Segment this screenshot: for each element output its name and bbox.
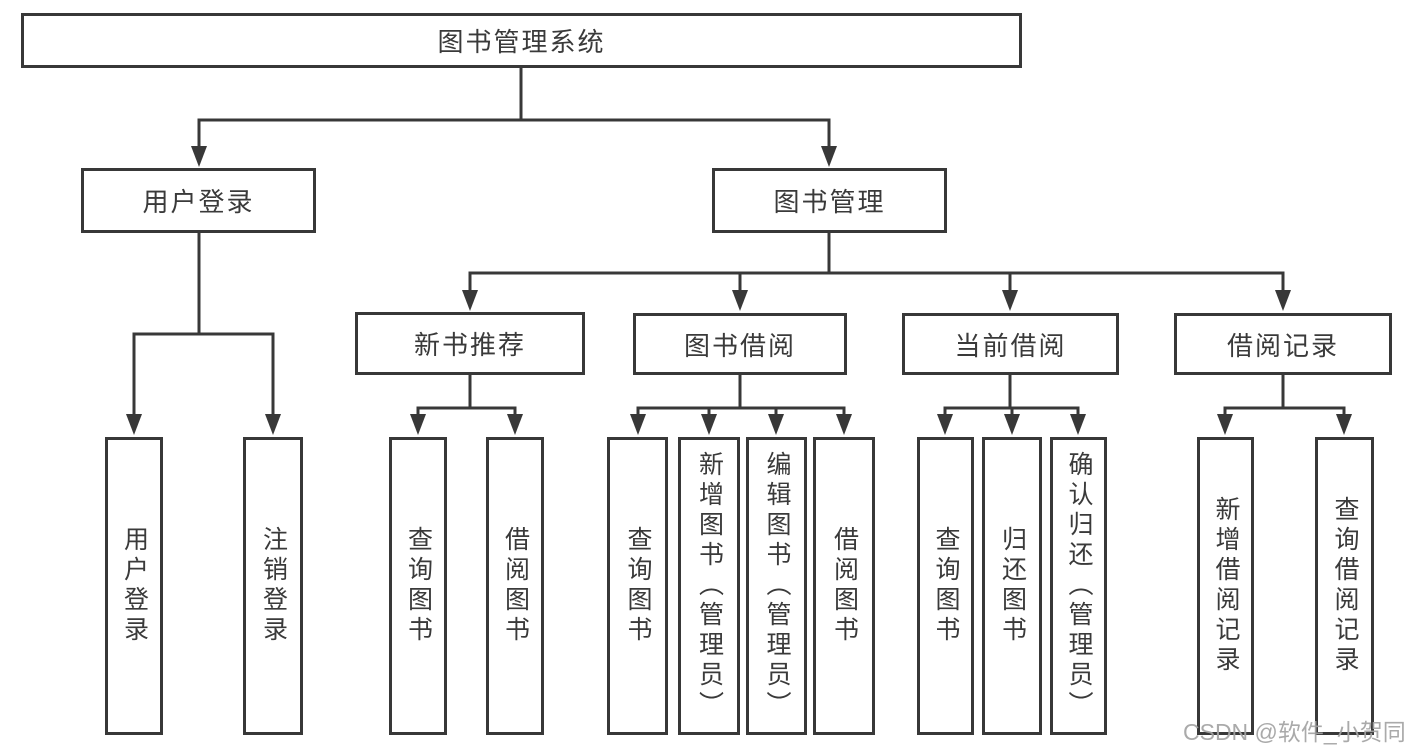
connector-root-split [197, 118, 831, 146]
arrow-down-icon [462, 290, 478, 311]
node-leaf-user-login: 用户登录 [105, 437, 163, 735]
node-user-login: 用户登录 [81, 168, 316, 233]
node-borrow-record: 借阅记录 [1174, 313, 1392, 375]
node-book-management: 图书管理 [712, 168, 947, 233]
arrow-down-icon [1004, 414, 1020, 435]
arrow-down-icon [630, 414, 646, 435]
connector-bookborrow-split [636, 406, 846, 414]
csdn-watermark: CSDN @软件_小贺同学 [1183, 719, 1405, 745]
node-book-borrow: 图书借阅 [633, 313, 847, 375]
arrow-down-icon [126, 414, 142, 435]
node-leaf-query-book: 查询图书 [607, 437, 668, 735]
arrow-down-icon [1217, 414, 1233, 435]
node-leaf-borrow-book: 借阅图书 [486, 437, 544, 735]
node-new-book-recommend: 新书推荐 [355, 312, 585, 375]
arrow-down-icon [732, 290, 748, 311]
arrow-down-icon [821, 146, 837, 167]
arrow-down-icon [1070, 414, 1086, 435]
arrow-down-icon [1002, 290, 1018, 311]
connector-borrowrecord-split [1223, 406, 1346, 414]
node-leaf-query-book: 查询图书 [389, 437, 447, 735]
node-leaf-query-borrow-record: 查询借阅记录 [1315, 437, 1374, 735]
connector-bookmgmt-split [468, 271, 1285, 290]
node-leaf-confirm-return-admin: 确认归还（管理员） [1050, 437, 1107, 735]
node-current-borrow: 当前借阅 [902, 313, 1119, 375]
arrow-down-icon [1275, 290, 1291, 311]
node-leaf-add-book-admin: 新增图书（管理员） [678, 437, 740, 735]
node-leaf-borrow-book: 借阅图书 [813, 437, 875, 735]
arrowheads [126, 146, 1352, 435]
node-leaf-edit-book-admin: 编辑图书（管理员） [746, 437, 807, 735]
arrow-down-icon [836, 414, 852, 435]
node-root: 图书管理系统 [21, 13, 1022, 68]
connector-userlogin-split [132, 332, 275, 414]
arrow-down-icon [701, 414, 717, 435]
connector-newbook-split [416, 406, 517, 414]
arrow-down-icon [507, 414, 523, 435]
arrow-down-icon [1336, 414, 1352, 435]
node-leaf-return-book: 归还图书 [982, 437, 1042, 735]
arrow-down-icon [410, 414, 426, 435]
arrow-down-icon [265, 414, 281, 435]
node-leaf-add-borrow-record: 新增借阅记录 [1197, 437, 1254, 735]
arrow-down-icon [191, 146, 207, 167]
arrow-down-icon [937, 414, 953, 435]
node-leaf-query-book: 查询图书 [917, 437, 974, 735]
connector-paths [132, 68, 1346, 414]
arrow-down-icon [768, 414, 784, 435]
node-leaf-logout: 注销登录 [243, 437, 303, 735]
